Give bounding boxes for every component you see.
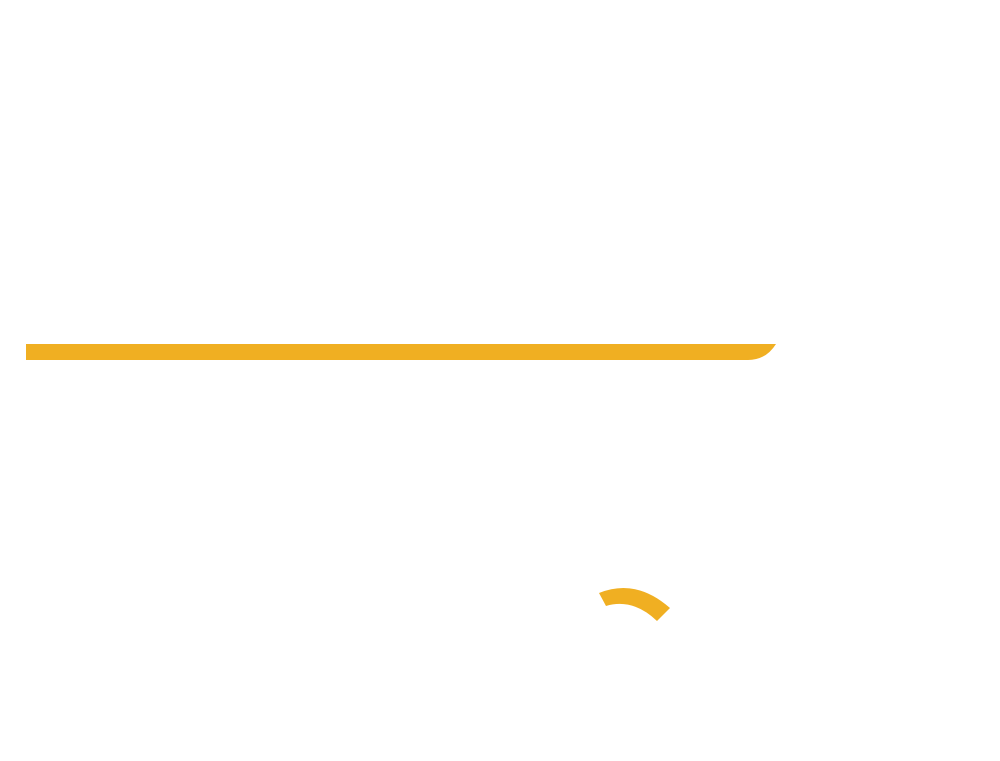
yellow-arc-segment bbox=[599, 588, 670, 621]
yellow-horizontal-bar bbox=[26, 344, 776, 360]
